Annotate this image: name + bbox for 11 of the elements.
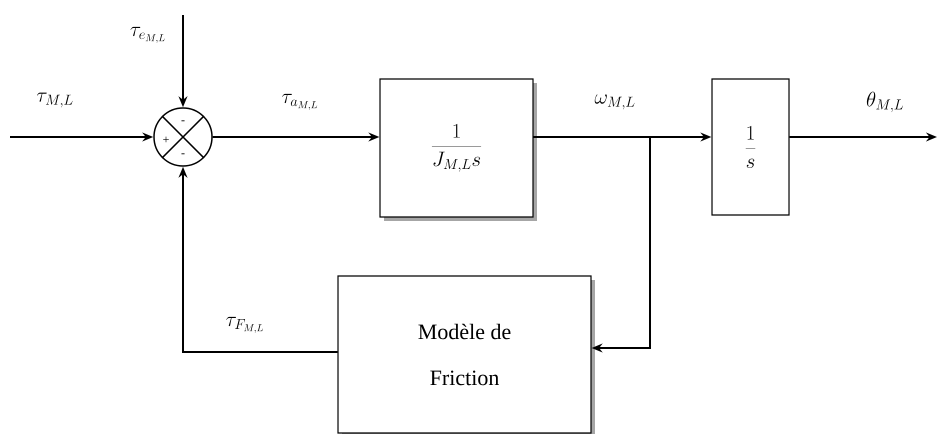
signal-label: $\tau_{e_{M,L}}$ xyxy=(130,26,165,44)
arrow xyxy=(534,136,651,353)
integrator-box: $\frac{1}{s}$ xyxy=(711,78,790,216)
signal-label: $\omega_{M,L}$ xyxy=(594,94,634,110)
friction-model-box: Modèle de Friction xyxy=(337,275,595,434)
summing-junction: - + - xyxy=(153,107,213,167)
transfer-function-box: $\frac{1}{J_{M,L}s}$ xyxy=(379,78,537,221)
signal-label: $\tau_{M,L}$ xyxy=(36,92,73,108)
signal-label: $\tau_{F_{M,L}}$ xyxy=(226,316,263,334)
signal-label: $\theta_{M,L}$ xyxy=(866,92,903,112)
signal-label: $\tau_{a_{M,L}}$ xyxy=(282,94,318,110)
